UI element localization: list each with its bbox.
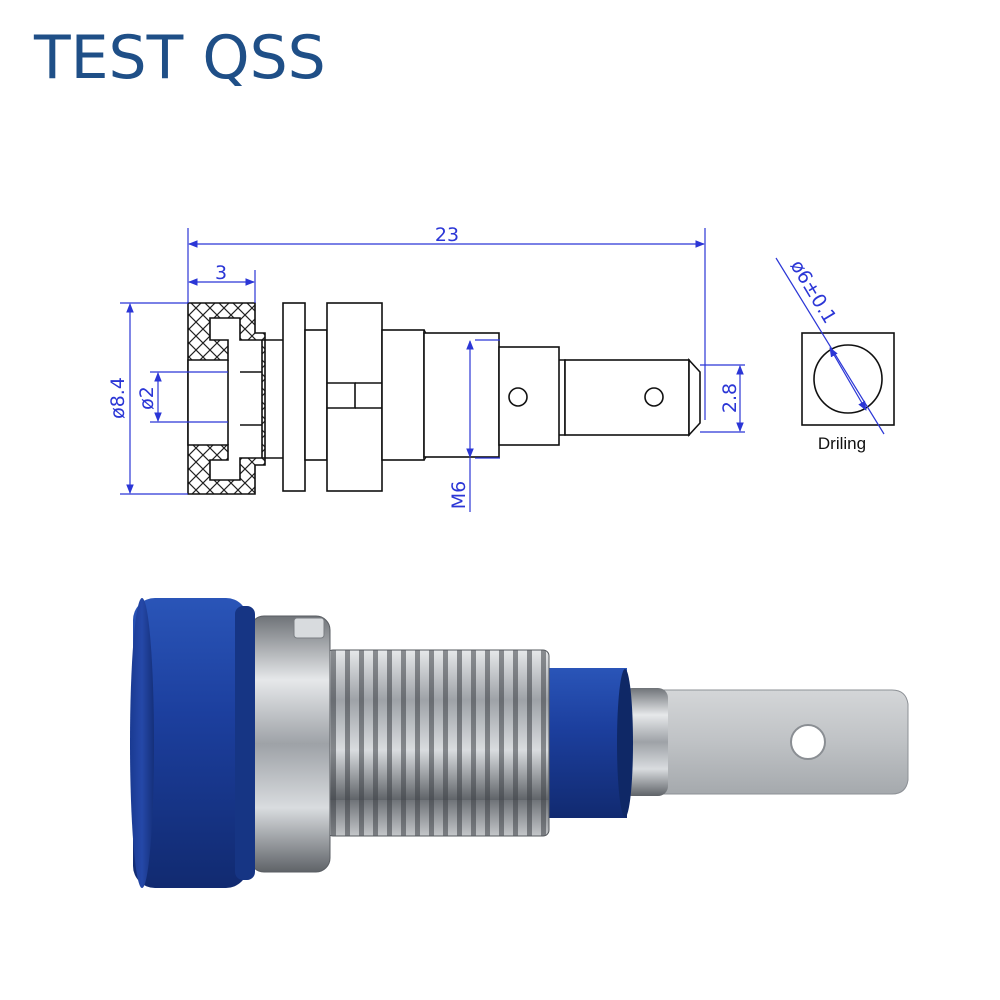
dim-overall-length: 23 (435, 224, 459, 246)
dim-drill-diameter: ø6±0.1 (786, 256, 841, 327)
brand-title: TEST QSS (34, 23, 326, 93)
dim-head-thickness: 3 (215, 262, 227, 284)
side-view-drawing (187, 302, 701, 495)
dim-hole-diameter: ø2 (136, 386, 158, 410)
dim-thread: M6 (448, 481, 470, 509)
product-image (130, 598, 909, 888)
drilling-label: Driling (818, 434, 866, 453)
dimension-lines (120, 228, 745, 512)
drilling-view (775, 257, 895, 435)
dim-tab-width: 2.8 (719, 383, 741, 413)
dim-outer-diameter: ø8.4 (107, 377, 129, 419)
